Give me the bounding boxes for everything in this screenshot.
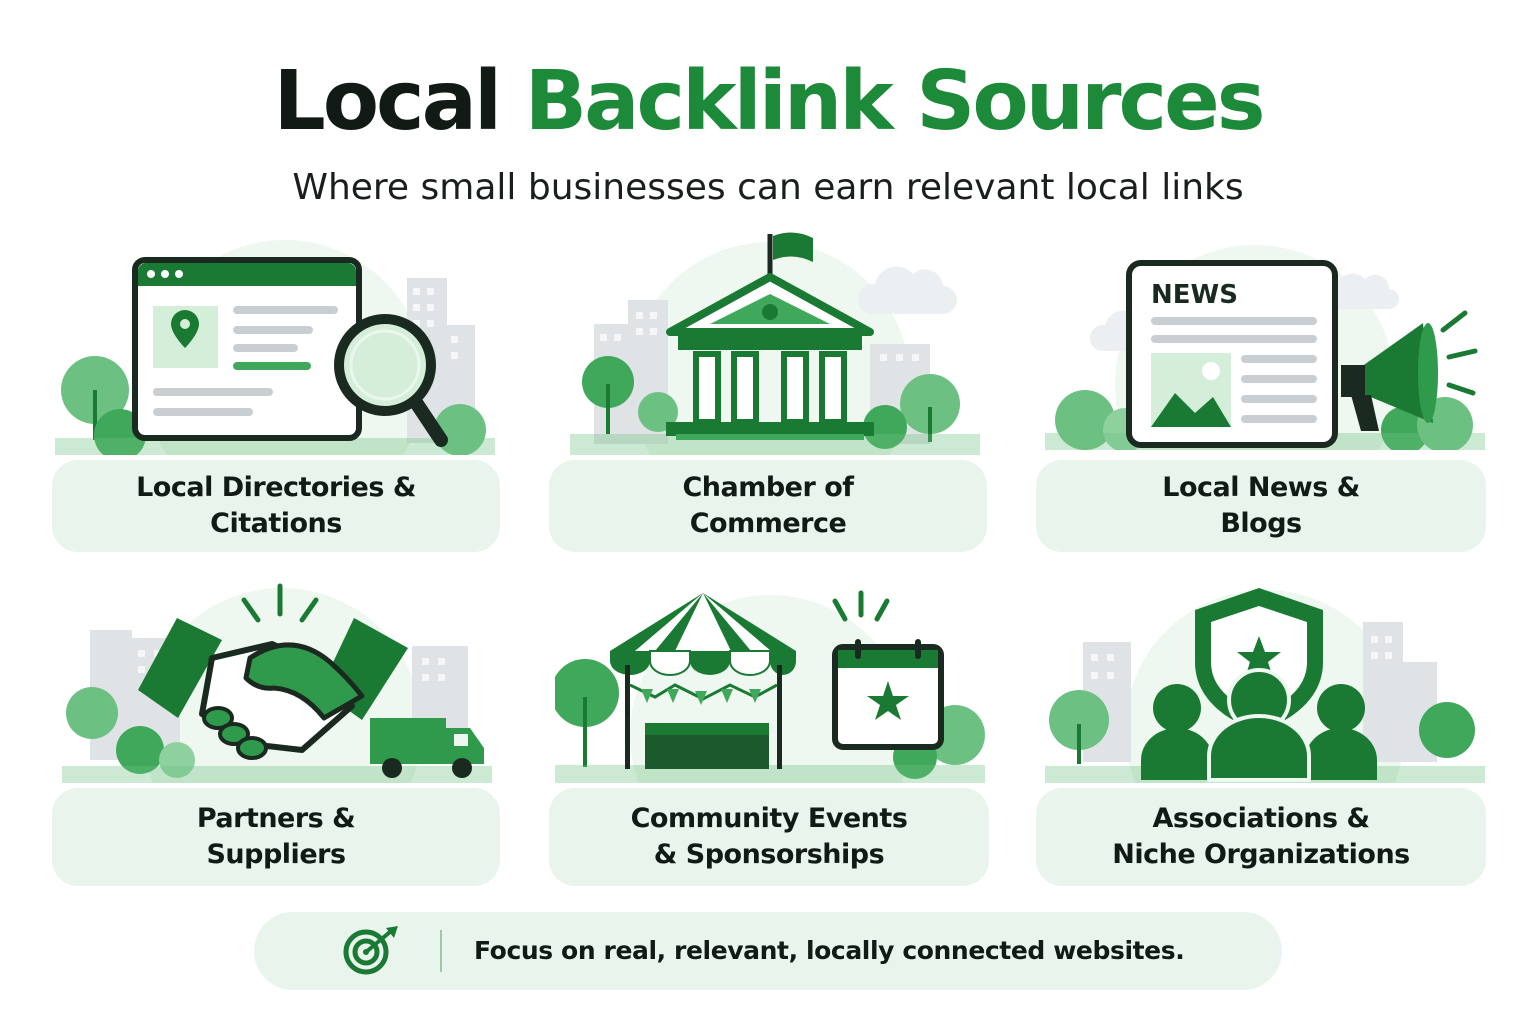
tent-calendar-star-icon — [555, 590, 985, 783]
card-local-directories: Local Directories & Citations — [52, 460, 500, 552]
card-label-line1: Local Directories & — [136, 472, 416, 503]
title-part-backlink-sources: Backlink Sources — [524, 54, 1266, 149]
footer-divider — [440, 930, 442, 972]
card-label-line1: Associations & — [1152, 803, 1370, 834]
card-label-line2: Blogs — [1220, 508, 1302, 539]
card-local-news: Local News & Blogs — [1036, 460, 1486, 552]
footer-text: Focus on real, relevant, locally connect… — [474, 936, 1185, 965]
directory-browser-magnifier-icon — [55, 240, 495, 455]
card-community-events: Community Events & Sponsorships — [549, 788, 989, 886]
footer-banner: Focus on real, relevant, locally connect… — [254, 912, 1282, 990]
shield-star-group-icon — [1045, 588, 1485, 783]
newspaper-megaphone-icon: NEWS — [1045, 245, 1485, 450]
card-associations: Associations & Niche Organizations — [1036, 788, 1486, 886]
card-chamber-of-commerce: Chamber of Commerce — [549, 460, 987, 552]
news-label: NEWS — [1151, 280, 1238, 310]
card-label-line1: Chamber of — [682, 472, 854, 503]
card-label-line2: Suppliers — [206, 839, 346, 870]
civic-building-flag-icon — [570, 232, 980, 455]
title-part-local: Local — [273, 54, 502, 149]
page-title: Local Backlink Sources — [0, 52, 1536, 152]
card-label-line1: Local News & — [1162, 472, 1360, 503]
card-label-line2: Niche Organizations — [1112, 839, 1410, 870]
handshake-truck-icon — [62, 583, 492, 783]
page-subtitle: Where small businesses can earn relevant… — [292, 167, 1244, 208]
card-label-line2: & Sponsorships — [653, 839, 885, 870]
card-label-line2: Citations — [210, 508, 342, 539]
target-arrow-icon — [343, 926, 398, 975]
card-label-line1: Community Events — [630, 803, 908, 834]
card-label-line2: Commerce — [689, 508, 847, 539]
card-partners-suppliers: Partners & Suppliers — [52, 788, 500, 886]
card-label-line1: Partners & — [196, 803, 356, 834]
